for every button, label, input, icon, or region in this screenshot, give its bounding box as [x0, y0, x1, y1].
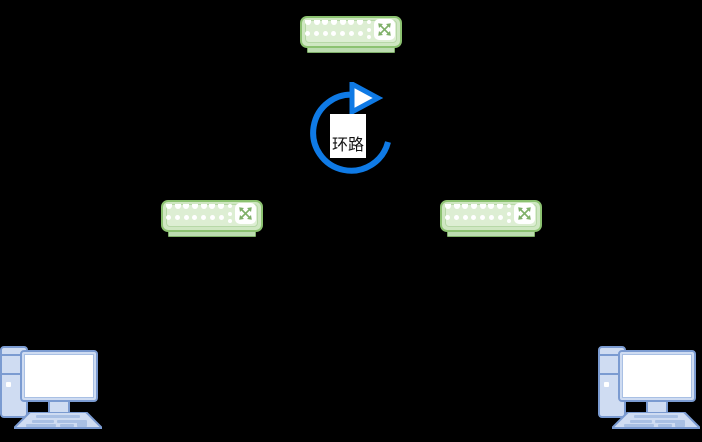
computer-screen: [24, 354, 94, 398]
circular-arrow-icon: [310, 82, 391, 174]
computer-right[interactable]: [596, 336, 700, 436]
switch-ports-bottom-row: [305, 30, 363, 37]
switch-ports-bottom-row: [445, 214, 503, 221]
four-way-arrow-icon: [235, 203, 256, 224]
computer-screen: [622, 354, 692, 398]
switch-top[interactable]: [300, 16, 402, 58]
computer-tower-cap: [598, 346, 626, 356]
computer-monitor-stand: [48, 402, 70, 412]
four-way-arrow-icon: [514, 203, 535, 224]
loop-annotation: 环路: [300, 82, 400, 182]
loop-label: 环路: [330, 114, 366, 158]
switch-ports-top-row: [445, 204, 503, 212]
computer-power-led: [604, 382, 609, 387]
switch-ports-bottom-row: [166, 214, 224, 221]
computer-power-led: [6, 382, 11, 387]
computer-left[interactable]: [0, 336, 102, 436]
switch-ports-top-row: [305, 20, 363, 28]
computer-tower-band: [598, 373, 626, 375]
computer-tower-cap: [0, 346, 28, 356]
computer-keyboard: [14, 412, 102, 430]
switch-left[interactable]: [161, 200, 263, 242]
four-way-arrow-icon: [374, 19, 395, 40]
computer-keyboard: [612, 412, 700, 430]
switch-right[interactable]: [440, 200, 542, 242]
computer-monitor-stand: [646, 402, 668, 412]
switch-led-column: [367, 20, 371, 39]
switch-ports-top-row: [166, 204, 224, 212]
switch-led-column: [228, 204, 232, 223]
switch-led-column: [507, 204, 511, 223]
computer-tower-band: [0, 373, 28, 375]
